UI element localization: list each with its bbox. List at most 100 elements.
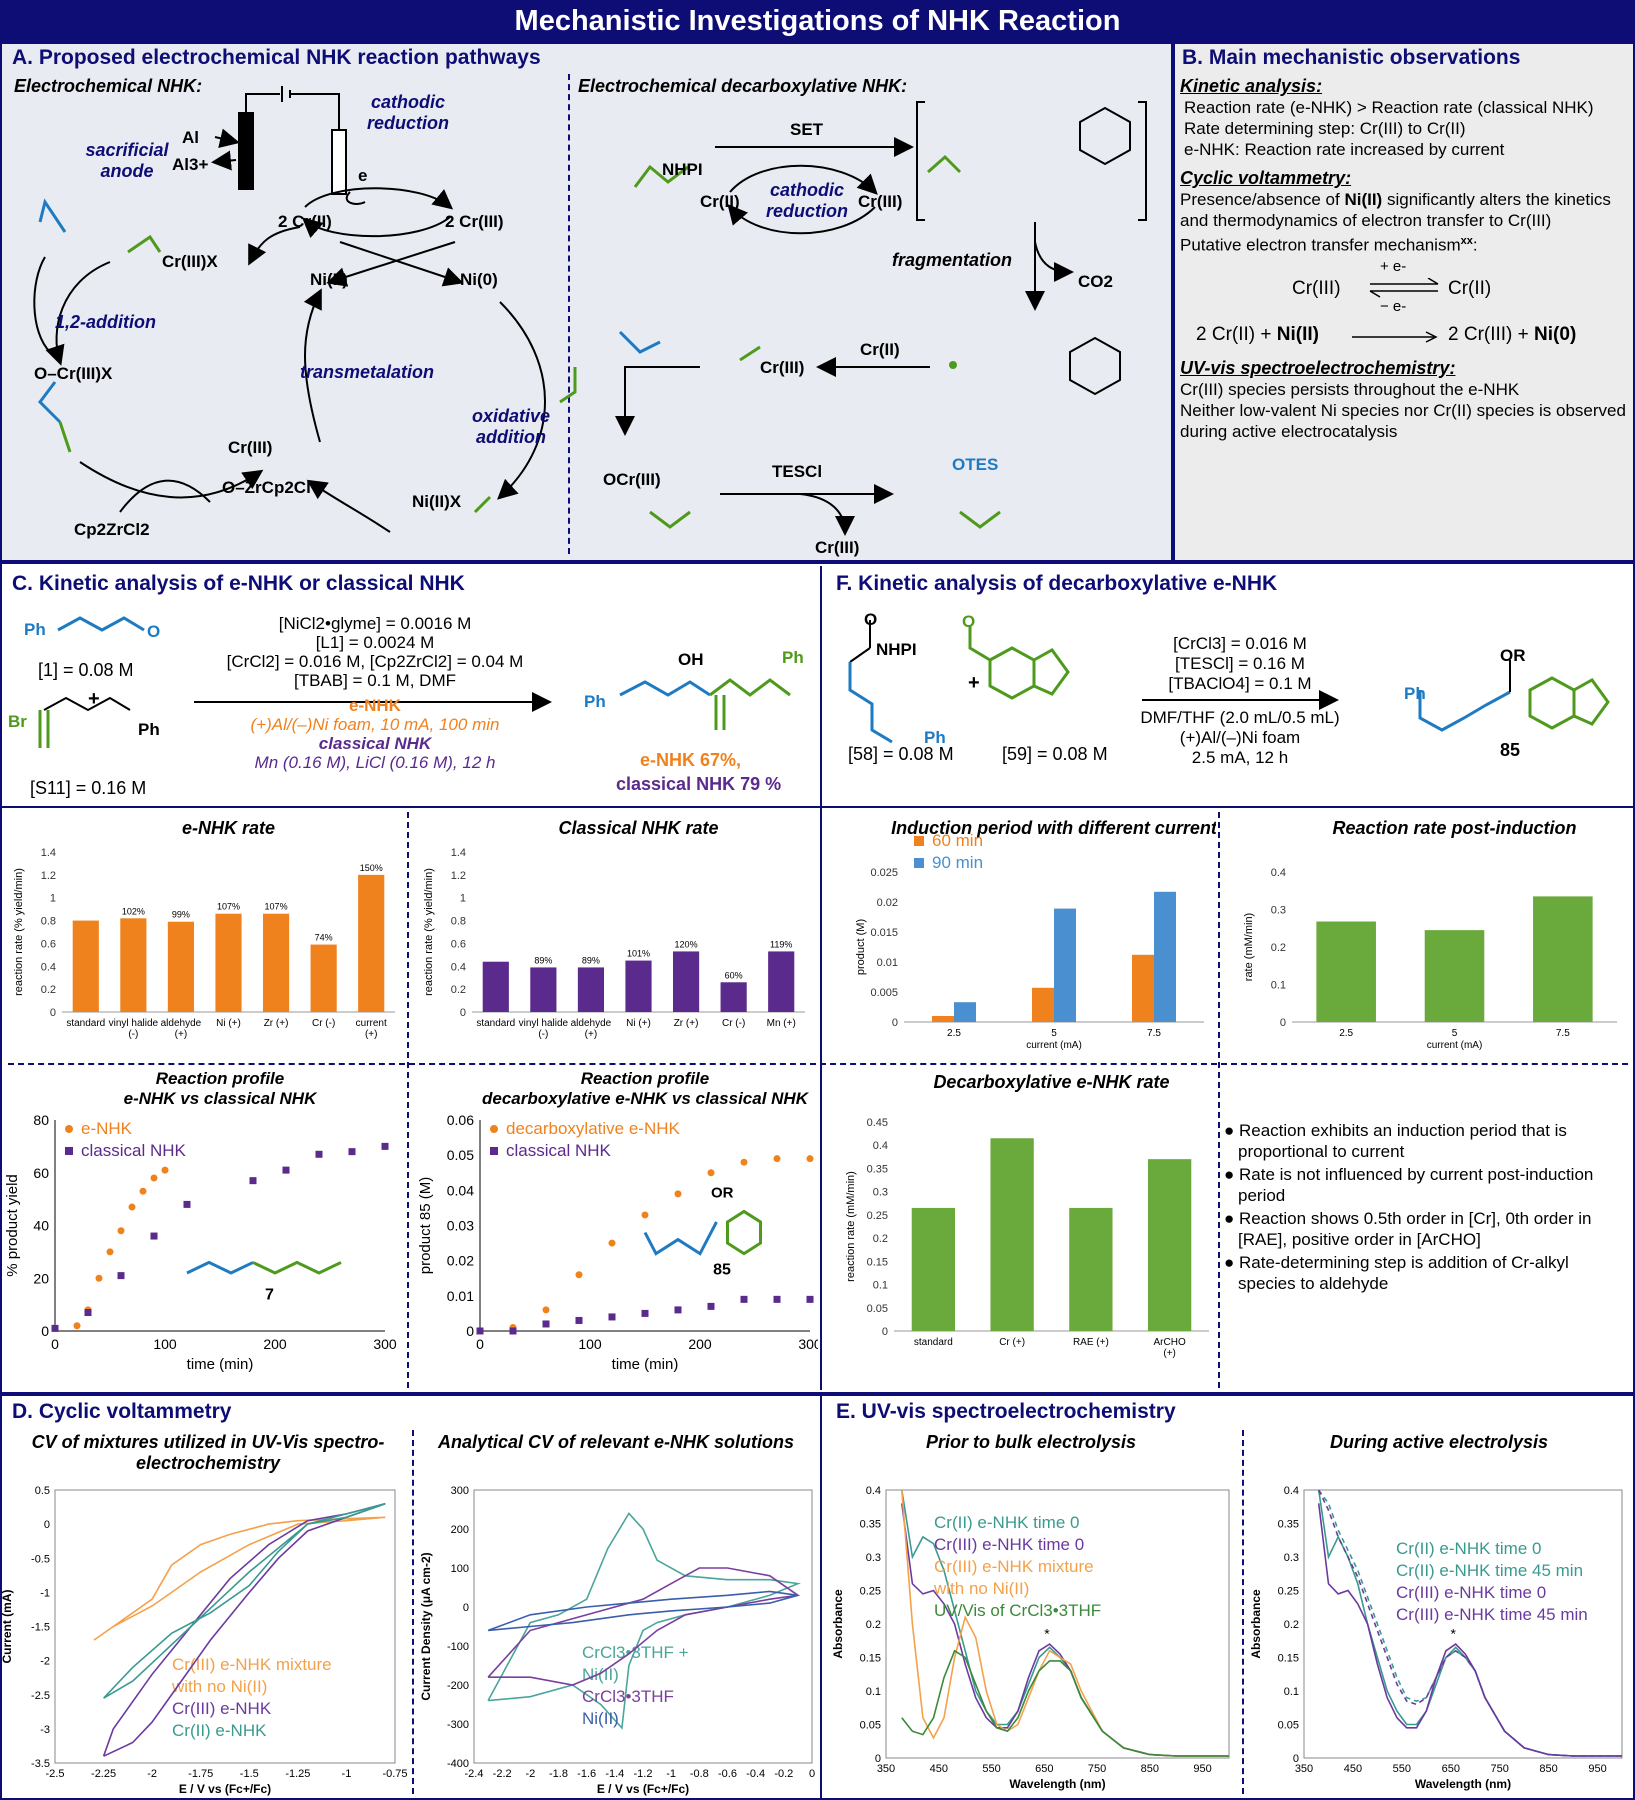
y-tick-label: -3 [40,1724,50,1736]
x-tick-label: 450 [930,1763,948,1775]
y-tick-label: 0.05 [447,1147,474,1163]
bar [1032,987,1054,1022]
data-point [773,1155,781,1163]
f-conds-top: [CrCl3] = 0.016 M [TESCl] = 0.16 M [TBAC… [1140,634,1340,694]
kinetic-line-2: Rate determining step: Cr(III) to Cr(II) [1184,119,1466,138]
panel-a-scheme [33,86,1147,536]
x-tick-label: 550 [1393,1763,1411,1775]
x-tick-label: 350 [877,1763,895,1775]
y-tick-label: 0.1 [866,1686,881,1698]
sacrificial-anode-label: sacrificial anode [85,140,169,181]
eq1-arrows [1369,277,1439,298]
product-ring [726,1209,762,1256]
legend-label: Cr(II) e-NHK time 0 [934,1513,1079,1532]
y-tick-label: 0.6 [451,938,466,950]
legend-label: Cr(III) e-NHK time 0 [1396,1583,1546,1602]
f-cond-3: [TBAClO4] = 0.1 M [1168,674,1312,693]
bar [672,951,700,1012]
y-tick-label: 1.4 [451,847,466,859]
panel-f-scheme [848,620,1610,744]
bar [530,967,557,1012]
y-tick-label: 0.01 [877,957,898,969]
chart-title-line-2: decarboxylative e-NHK vs classical NHK [482,1089,810,1108]
r1cr3-label: Cr(III) [760,358,805,377]
set-label: SET [790,120,824,139]
x-tick-label: 100 [578,1336,602,1352]
f-bullet-1: ● Reaction exhibits an induction period … [1224,1121,1567,1161]
f-cond-6: 2.5 mA, 12 h [1191,748,1289,767]
transmetalation-label: transmetalation [300,362,435,382]
data-point [674,1190,682,1198]
f-ph-label: Ph [924,728,946,747]
bar [167,921,195,1012]
bar-data-label: 89% [534,955,552,965]
x-axis-label: E / V vs (Fc+/Fc) [597,1782,689,1796]
c-prod-ph: Ph [584,692,606,711]
x-tick-label: Cr (-) [722,1018,745,1029]
eq2-left: 2 Cr(II) + Ni(II) [1196,324,1319,346]
y-tick-label: 40 [33,1218,49,1234]
cp2zrcl2-label: Cp2ZrCl2 [74,520,150,539]
y-tick-label: 0 [466,1323,474,1339]
bar [625,960,652,1012]
data-point [117,1227,125,1235]
bar-data-label: 101% [627,949,650,959]
y-tick-label: 0 [463,1602,469,1614]
y-tick-label: 0.3 [866,1552,881,1564]
f-prod-ph: Ph [1404,684,1426,703]
x-tick-label: RAE (+) [1073,1337,1109,1348]
x-tick-label: standard [66,1018,105,1029]
f-s58: [58] = 0.08 M [848,744,954,764]
x-tick-label: -1 [342,1768,352,1780]
y-tick-label: -1.5 [31,1622,50,1634]
y-tick-label: 0.4 [1271,867,1286,879]
y-tick-label: -3.5 [31,1758,50,1770]
e-left-title: Prior to bulk electrolysis [925,1432,1137,1452]
c-classical-cond: Mn (0.16 M), LiCl (0.16 M), 12 h [254,753,496,772]
x-tick-label: -2.2 [493,1768,512,1780]
bar-data-label: 99% [172,910,190,920]
panel-a-heading: A. Proposed electrochemical NHK reaction… [12,46,541,69]
x-tick-label: -1 [666,1768,676,1780]
f-cond-5: (+)Al/(–)Ni foam [1179,728,1301,747]
x-tick-label: -0.75 [382,1768,407,1780]
cr2-label: Cr(II) [700,192,740,211]
y-axis-label: Current Density (μA cm-2) [419,1552,433,1700]
c-br-label: Br [8,712,27,731]
uv-line-1: Cr(III) species persists throughout the … [1180,379,1520,399]
legend-label: Cr(II) e-NHK time 0 [1396,1539,1541,1558]
x-tick-label: 2.5 [947,1028,961,1039]
data-point [381,1142,389,1150]
y-tick-label: 0.2 [866,1619,881,1631]
bar [1054,908,1076,1022]
cr2-x2-label: 2 Cr(II) [278,212,332,231]
y-tick-label: 0.35 [860,1519,881,1531]
y-tick-label: 1.2 [41,870,56,882]
x-tick-label: 7.5 [1147,1028,1161,1039]
y-tick-label: 0.02 [447,1253,474,1269]
f-dash-v1 [1218,812,1220,1388]
y-tick-label: 0.04 [447,1182,474,1198]
bar [72,920,99,1012]
x-axis-label: Wavelength (nm) [1009,1777,1105,1791]
y-tick-label: 20 [33,1270,49,1286]
x-axis-label: current (mA) [1026,1040,1082,1051]
y-tick-label: 0.8 [451,916,466,928]
panel-b-heading: B. Main mechanistic observations [1182,46,1521,69]
f-cond-2: [TESCl] = 0.16 M [1175,654,1305,673]
y-tick-label: 0.8 [41,916,56,928]
y-tick-label: 1.4 [41,847,56,859]
data-point [806,1295,814,1303]
x-tick-label: 0 [809,1768,815,1780]
eq1: Cr(III) + e- Cr(II) − e- [1180,256,1628,318]
bar-data-label: 119% [770,939,792,949]
y-tick-label: 0.45 [867,1117,888,1129]
product-chain-blue [643,1221,718,1256]
c-cond-2: [L1] = 0.0024 M [315,633,435,652]
panel-d-heading: D. Cyclic voltammetry [12,1400,232,1423]
y-axis-label: Current (mA) [0,1589,14,1663]
d-right-title: Analytical CV of relevant e-NHK solution… [437,1432,795,1452]
data-point [641,1309,649,1317]
